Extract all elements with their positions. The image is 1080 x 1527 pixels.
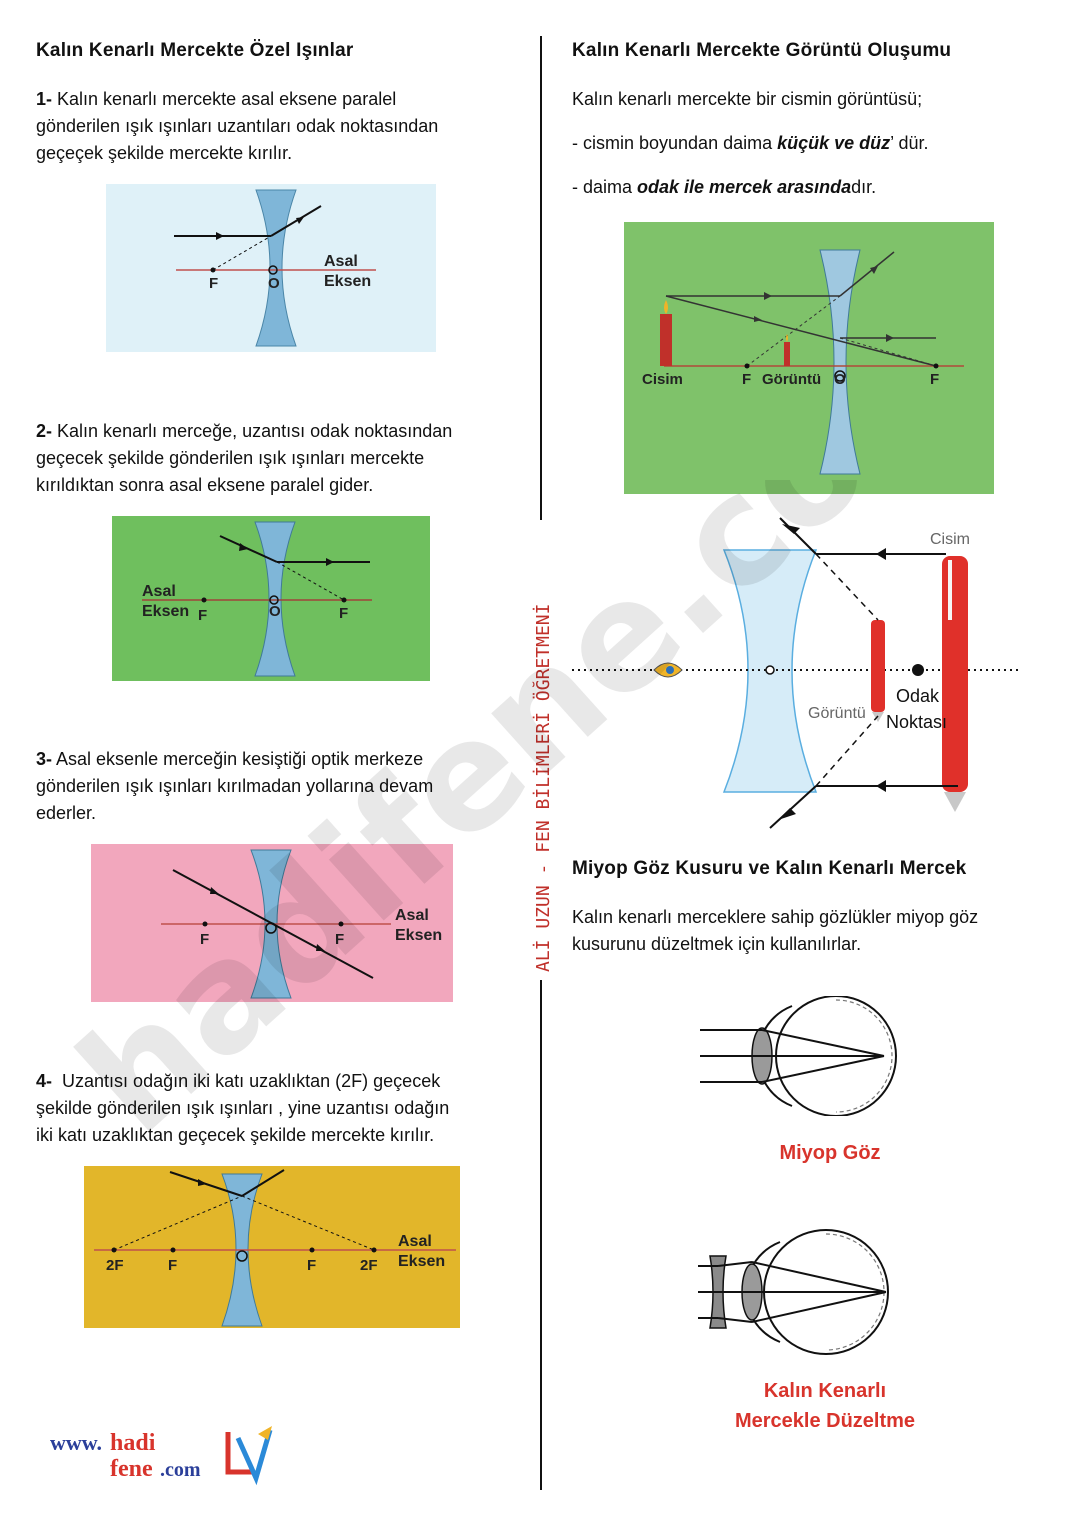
bullet-1-emphasis: küçük ve düz xyxy=(777,133,891,153)
hadifene-logo: www. hadi fene .com xyxy=(48,1420,288,1490)
bullet-1-pre: - cismin boyundan daima xyxy=(572,133,778,153)
author-signature: ALİ UZUN - FEN BİLİMLERİ ÖĞRETMENİ xyxy=(523,520,559,980)
correction-label-line-2: Mercekle Düzeltme xyxy=(734,1410,916,1432)
item-2-line-2: geçecek şekilde gönderilen ışık ışınları… xyxy=(36,448,425,468)
fig2-asal-label: Asal xyxy=(142,583,176,600)
fig4-asal-label: Asal xyxy=(398,1233,432,1250)
fig6-cisim-label: Cisim xyxy=(930,531,970,548)
figure-myopic-eye xyxy=(696,996,906,1116)
item-3-number: 3- xyxy=(36,749,53,769)
fig4-f-left-label: F xyxy=(168,1257,177,1274)
correction-label: Kalın Kenarlı Mercekle Düzeltme xyxy=(700,1376,950,1436)
myopic-eye-label: Miyop Göz xyxy=(779,1142,881,1164)
item-1-line-2: gönderilen ışık ışınları uzantıları odak… xyxy=(36,116,439,136)
right-title: Kalın Kenarlı Mercekte Görüntü Oluşumu xyxy=(572,40,952,61)
right-text-2: Kalın kenarlı merceklere sahip gözlükler… xyxy=(572,904,1042,958)
figure-pen-diagram: Cisim Görüntü Odak Noktası xyxy=(568,516,1028,834)
fig6-noktasi-label: Noktası xyxy=(886,712,947,732)
item-3: 3- Asal eksenle merceğin kesiştiği optik… xyxy=(36,746,516,827)
item-1-number: 1- xyxy=(36,89,53,109)
fig4-eksen-label: Eksen xyxy=(398,1253,445,1270)
fig3-eksen-label: Eksen xyxy=(395,927,442,944)
fig2-eksen-label: Eksen xyxy=(142,603,189,620)
fig1-f-label: F xyxy=(209,275,218,292)
fig5-f-right-label: F xyxy=(930,371,939,388)
column-divider-bottom xyxy=(540,980,542,1490)
item-1: 1- Kalın kenarlı mercekte asal eksene pa… xyxy=(36,86,516,167)
item-3-line-2: gönderilen ışık ışınları kırılmadan yoll… xyxy=(36,776,434,796)
item-2: 2- Kalın kenarlı merceğe, uzantısı odak … xyxy=(36,418,516,499)
author-signature-text: ALİ UZUN - FEN BİLİMLERİ ÖĞRETMENİ xyxy=(532,604,554,972)
fig6-goruntu-label: Görüntü xyxy=(808,705,866,722)
logo-com: .com xyxy=(160,1459,201,1481)
bullet-2-post: dır. xyxy=(851,177,877,197)
fig1-eksen-label: Eksen xyxy=(324,273,371,290)
right-text-2-line-1: Kalın kenarlı merceklere sahip gözlükler… xyxy=(572,907,979,927)
item-1-line-1: Kalın kenarlı mercekte asal eksene paral… xyxy=(57,89,397,109)
correction-label-line-1: Kalın Kenarlı xyxy=(763,1380,887,1402)
fig2-f-left-label: F xyxy=(198,607,207,624)
figure-focus-ray: Asal Eksen F O F xyxy=(112,516,430,681)
fig3-f-right-label: F xyxy=(335,931,344,948)
item-3-line-1: Asal eksenle merceğin kesiştiği optik me… xyxy=(56,749,424,769)
figure-image-formation: Cisim F Görüntü O F xyxy=(624,222,994,494)
figure-2f-ray: 2F F F 2F Asal Eksen xyxy=(84,1166,460,1328)
fig5-f-left-label: F xyxy=(742,371,751,388)
fig4-2f-left-label: 2F xyxy=(106,1257,124,1274)
fig2-f-right-label: F xyxy=(339,605,348,622)
bullet-2-pre: - daima xyxy=(572,177,638,197)
fig2-o-label: O xyxy=(269,603,281,620)
fig1-o-label: O xyxy=(268,275,280,292)
right-bullet-1: - cismin boyundan daima küçük ve düz’ dü… xyxy=(572,130,929,157)
item-4: 4- Uzantısı odağın iki katı uzaklıktan (… xyxy=(36,1068,526,1149)
item-4-number: 4- xyxy=(36,1071,53,1091)
fig6-odak-label: Odak xyxy=(896,686,940,706)
item-2-number: 2- xyxy=(36,421,53,441)
item-3-line-3: ederler. xyxy=(36,803,97,823)
figure-center-ray: F F Asal Eksen xyxy=(91,844,453,1002)
fig3-asal-label: Asal xyxy=(395,907,429,924)
item-2-line-3: kırıldıktan sonra asal eksene paralel gi… xyxy=(36,475,374,495)
right-bullet-2: - daima odak ile mercek arasındadır. xyxy=(572,174,876,201)
figure-corrected-eye xyxy=(696,1226,896,1358)
fig5-o-label: O xyxy=(834,371,846,388)
image-pen-icon xyxy=(871,620,885,722)
logo-emblem-icon xyxy=(225,1426,273,1486)
fig4-f-right-label: F xyxy=(307,1257,316,1274)
fig3-f-left-label: F xyxy=(200,931,209,948)
item-4-line-3: iki katı uzaklıktan geçecek şekilde merc… xyxy=(36,1125,435,1145)
figure-parallel-ray: F O Asal Eksen xyxy=(106,184,436,352)
logo-www: www. xyxy=(50,1430,102,1455)
bullet-1-post: ’ dür. xyxy=(890,133,929,153)
left-title: Kalın Kenarlı Mercekte Özel Işınlar xyxy=(36,40,354,61)
logo-fene: fene xyxy=(110,1456,153,1482)
item-2-line-1: Kalın kenarlı merceğe, uzantısı odak nok… xyxy=(57,421,453,441)
column-divider-top xyxy=(540,36,542,520)
item-1-line-3: geçeçek şekilde mercekte kırılır. xyxy=(36,143,293,163)
fig1-asal-label: Asal xyxy=(324,253,358,270)
fig4-2f-right-label: 2F xyxy=(360,1257,378,1274)
right-text-2-line-2: kusurunu düzeltmek için kullanılırlar. xyxy=(572,934,862,954)
object-pen-icon xyxy=(942,556,968,812)
right-intro: Kalın kenarlı mercekte bir cismin görünt… xyxy=(572,89,923,109)
logo-hadi: hadi xyxy=(110,1430,156,1456)
fig5-cisim-label: Cisim xyxy=(642,371,683,388)
bullet-2-emphasis: odak ile mercek arasında xyxy=(637,177,852,197)
item-4-line-2: şekilde gönderilen ışık ışınları , yine … xyxy=(36,1098,450,1118)
fig5-goruntu-label: Görüntü xyxy=(762,371,821,388)
item-4-line-1: Uzantısı odağın iki katı uzaklıktan (2F)… xyxy=(62,1071,441,1091)
eye-icon xyxy=(653,662,683,678)
right-title-2: Miyop Göz Kusuru ve Kalın Kenarlı Mercek xyxy=(572,858,967,879)
